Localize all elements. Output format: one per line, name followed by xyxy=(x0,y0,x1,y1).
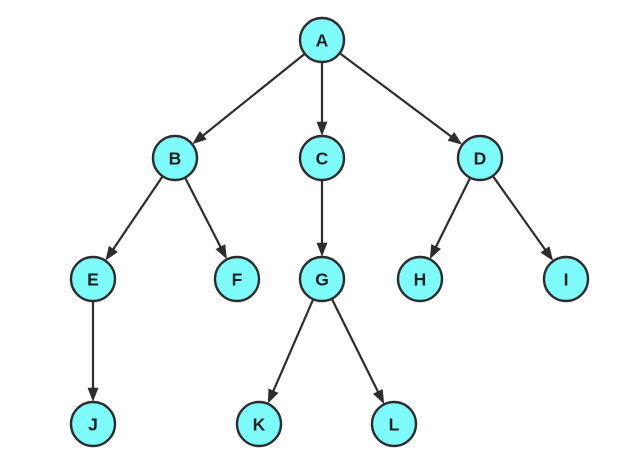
node-b-circle[interactable] xyxy=(151,134,199,182)
edge-b-to-e xyxy=(112,175,164,250)
node-f-circle[interactable] xyxy=(213,255,261,303)
edge-a-to-d xyxy=(338,52,452,138)
edge-layer xyxy=(87,52,554,405)
node-c[interactable]: C xyxy=(298,134,346,182)
node-k-label: K xyxy=(253,415,266,435)
node-a-label: A xyxy=(316,31,329,51)
edge-d-to-i xyxy=(491,175,547,251)
arrowhead-a-to-c xyxy=(316,121,328,136)
node-k-circle[interactable] xyxy=(235,400,283,448)
node-g[interactable]: G xyxy=(298,255,346,303)
node-l[interactable]: L xyxy=(370,400,418,448)
arrowhead-g-to-l xyxy=(372,389,385,405)
arrowhead-d-to-i xyxy=(540,246,554,261)
node-e-label: E xyxy=(87,270,99,290)
node-j-label: J xyxy=(88,415,98,435)
node-b-label: B xyxy=(169,149,182,169)
node-h-circle[interactable] xyxy=(396,255,444,303)
node-j-circle[interactable] xyxy=(69,400,117,448)
node-i[interactable]: I xyxy=(542,255,590,303)
node-layer: A B C D E F G H I J K L xyxy=(69,16,590,448)
node-c-circle[interactable] xyxy=(298,134,346,182)
node-a[interactable]: A xyxy=(298,16,346,64)
node-f-label: F xyxy=(232,270,243,290)
edge-b-to-f xyxy=(184,177,222,248)
arrowhead-d-to-h xyxy=(429,244,441,260)
node-h-label: H xyxy=(414,270,427,290)
node-c-label: C xyxy=(316,149,329,169)
edge-g-to-k xyxy=(272,298,315,392)
node-i-circle[interactable] xyxy=(542,255,590,303)
node-f[interactable]: F xyxy=(213,255,261,303)
node-i-label: I xyxy=(564,270,569,290)
node-e[interactable]: E xyxy=(69,255,117,303)
edge-d-to-h xyxy=(435,177,472,248)
node-a-circle[interactable] xyxy=(298,16,346,64)
node-j[interactable]: J xyxy=(69,400,117,448)
node-d-circle[interactable] xyxy=(456,134,504,182)
node-g-circle[interactable] xyxy=(298,255,346,303)
arrowhead-e-to-j xyxy=(87,387,99,402)
node-h[interactable]: H xyxy=(396,255,444,303)
edge-g-to-l xyxy=(330,298,379,393)
node-b[interactable]: B xyxy=(151,134,199,182)
arrowhead-b-to-f xyxy=(215,244,227,260)
arrowhead-a-to-b xyxy=(192,131,207,145)
arrowhead-c-to-g xyxy=(316,242,328,257)
edge-a-to-b xyxy=(202,52,306,137)
arrowhead-g-to-k xyxy=(267,388,279,404)
node-l-label: L xyxy=(389,415,400,435)
node-d-label: D xyxy=(474,149,487,169)
node-d[interactable]: D xyxy=(456,134,504,182)
node-g-label: G xyxy=(315,270,329,290)
arrowhead-b-to-e xyxy=(105,245,118,261)
node-l-circle[interactable] xyxy=(370,400,418,448)
node-e-circle[interactable] xyxy=(69,255,117,303)
arrowhead-a-to-d xyxy=(447,131,463,145)
node-k[interactable]: K xyxy=(235,400,283,448)
